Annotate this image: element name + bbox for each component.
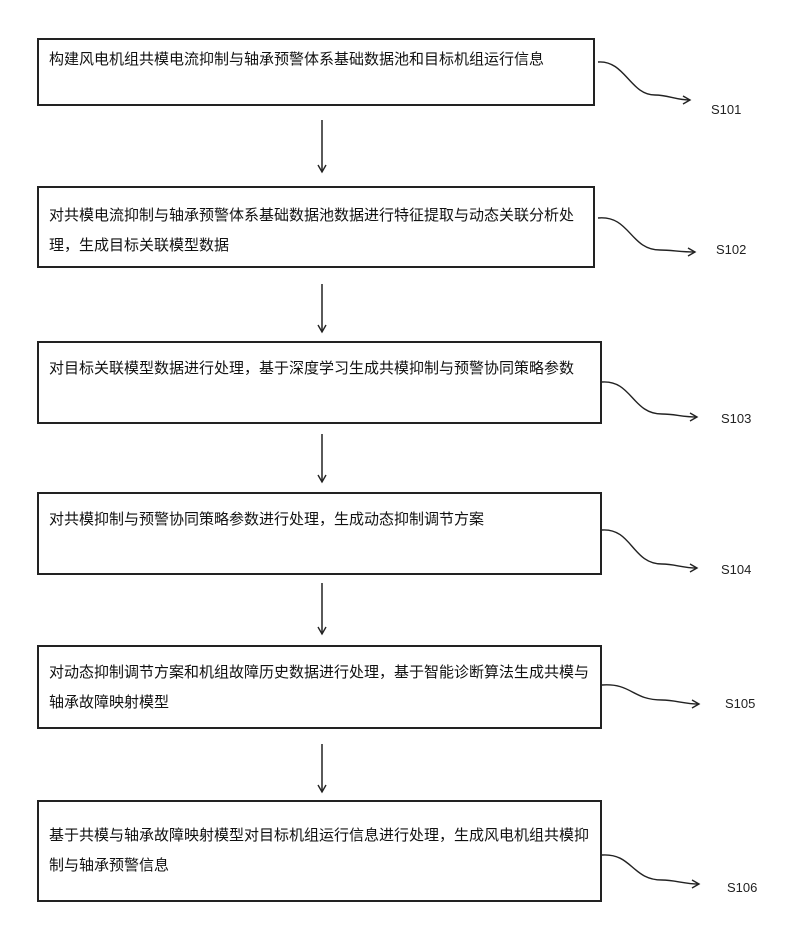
label-leader [602,855,699,884]
label-leader [598,218,695,252]
step-label-s101: S101 [711,102,741,117]
step-label-s105: S105 [725,696,755,711]
step-label-s106: S106 [727,880,757,895]
step-label-s102: S102 [716,242,746,257]
step-label-s103: S103 [721,411,751,426]
label-leader [602,685,699,704]
label-leader [602,382,697,417]
label-leader [602,530,697,568]
step-label-s104: S104 [721,562,751,577]
label-leader [598,62,690,100]
